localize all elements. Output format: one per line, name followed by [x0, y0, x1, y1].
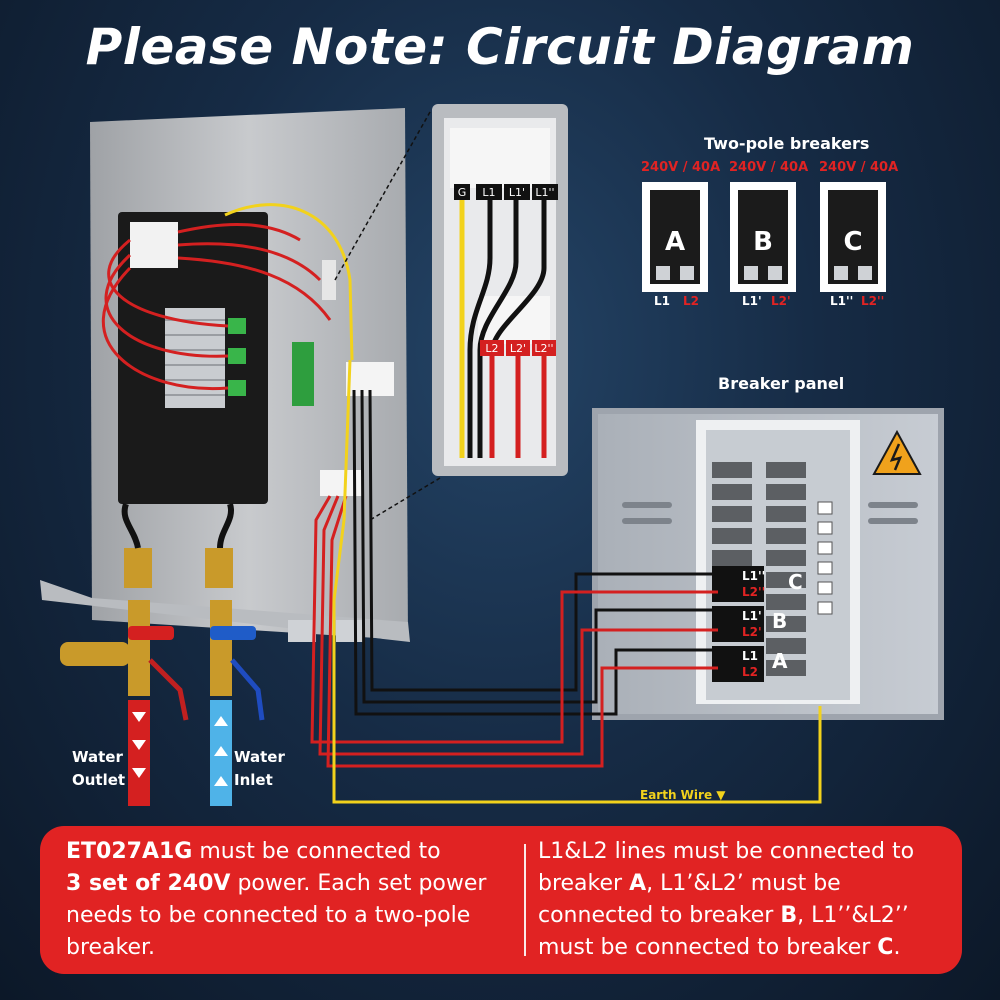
panel-label-l2: L2 [742, 665, 758, 679]
panel-label-l2-prime: L2' [742, 625, 762, 639]
breaker-c-l1: L1'' [830, 294, 854, 308]
inlet-fitting [205, 548, 233, 588]
supply-wires [310, 359, 822, 804]
water-outlet-label: Water Outlet [72, 748, 126, 789]
breaker-c-rating: 240V / 40A [819, 160, 899, 175]
note-right: L1&L2 lines must be connected to breaker… [538, 839, 915, 960]
breaker-panel-heading: Breaker panel [718, 374, 845, 393]
panel-letter-b: B [772, 609, 787, 633]
breaker-a-l1: L1 [654, 294, 670, 308]
warning-icon [872, 429, 922, 475]
note-divider [524, 844, 526, 956]
breaker-b-l2: L2' [771, 294, 791, 308]
breaker-c-l2: L2'' [861, 294, 885, 308]
panel-label-l2-double-prime: L2'' [742, 585, 765, 599]
panel-letter-c: C [788, 570, 803, 594]
earth-wire-label: Earth Wire ▼ [640, 788, 726, 802]
terminal-label-l2: L2 [485, 342, 498, 355]
breaker-letter-c: C [843, 227, 862, 257]
terminal-label-l1-prime: L1' [509, 186, 525, 199]
panel-letter-a: A [772, 649, 788, 673]
terminal-zoom-box [334, 104, 568, 521]
terminal-strip-green [292, 342, 314, 406]
breaker-letter-b: B [753, 227, 773, 257]
breaker-b-l1: L1' [742, 294, 762, 308]
note-power-sets: 3 set of 240V [66, 871, 231, 896]
outlet-flow-bar [128, 700, 150, 806]
water-inlet-label: Water Inlet [234, 748, 285, 789]
relief-valve [60, 642, 130, 666]
outlet-fitting [124, 548, 152, 588]
terminal-label-l2-double-prime: L2'' [534, 342, 553, 355]
note-model: ET027A1G [66, 839, 193, 864]
breaker-b-rating: 240V / 40A [729, 160, 809, 175]
two-pole-breakers [642, 182, 886, 292]
note-left: ET027A1G must be connected to 3 set of 2… [66, 839, 487, 960]
terminal-label-l1: L1 [482, 186, 495, 199]
two-pole-heading: Two-pole breakers [704, 134, 870, 153]
breaker-letter-a: A [665, 227, 685, 257]
panel-label-l1-prime: L1' [742, 609, 762, 623]
terminal-label-l1-double-prime: L1'' [535, 186, 554, 199]
page-title: Please Note: Circuit Diagram [85, 18, 915, 76]
breaker-a-l2: L2 [683, 294, 699, 308]
wire-connector [320, 470, 364, 496]
relay-block [130, 222, 178, 268]
panel-label-l1: L1 [742, 649, 758, 663]
terminal-label-g: G [458, 186, 467, 199]
breaker-a-rating: 240V / 40A [641, 160, 721, 175]
note-box: ET027A1G must be connected to 3 set of 2… [40, 826, 962, 974]
inlet-valve-handle [210, 626, 256, 640]
outlet-valve-body [128, 600, 150, 696]
outlet-valve-handle [128, 626, 174, 640]
terminal-label-l2-prime: L2' [510, 342, 526, 355]
water-heater-unit [40, 108, 410, 806]
inlet-valve-body [210, 600, 232, 696]
panel-label-l1-double-prime: L1'' [742, 569, 765, 583]
breaker-panel [592, 408, 944, 720]
